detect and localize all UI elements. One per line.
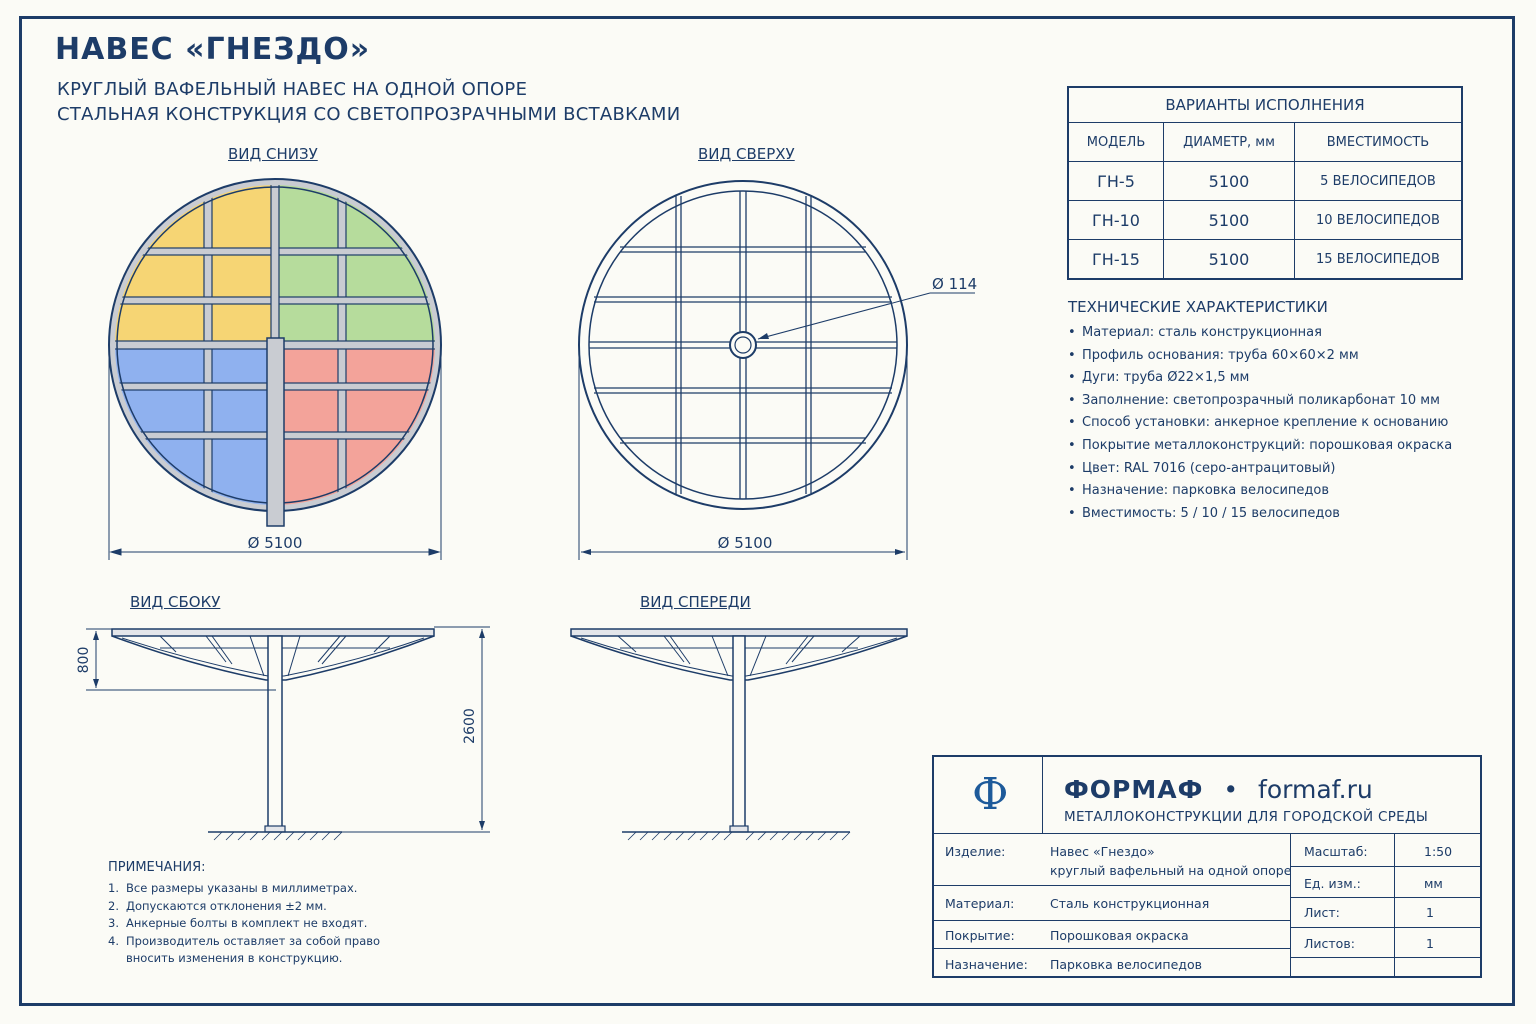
list-item: Назначение: парковка велосипедов (1068, 480, 1452, 503)
note-text: Производитель оставляет за собой право (126, 933, 381, 948)
label-sheet: Лист: (1304, 905, 1340, 920)
cell-diameter: 5100 (1163, 200, 1295, 240)
cell-capacity: 5 ВЕЛОСИПЕДОВ (1294, 161, 1463, 201)
list-item: Способ установки: анкерное крепление к о… (1068, 412, 1452, 435)
drawing-frame (19, 16, 1515, 1006)
page-title: НАВЕС «ГНЕЗДО» (55, 32, 371, 67)
table-row: ГН-15 5100 15 ВЕЛОСИПЕДОВ (1067, 239, 1463, 280)
value-scale: 1:50 (1424, 844, 1453, 859)
label-purpose: Назначение: (945, 957, 1028, 972)
brand-site: formaf.ru (1258, 775, 1373, 804)
label-scale: Масштаб: (1304, 844, 1368, 859)
cell-capacity: 10 ВЕЛОСИПЕДОВ (1294, 200, 1463, 240)
side-view-drawing (86, 626, 490, 841)
top-view-drawing (578, 180, 975, 560)
label-sheets: Листов: (1304, 936, 1355, 951)
pole-section (729, 331, 757, 359)
notes-list: 1. Все размеры указаны в миллиметрах. 2. Д… (108, 880, 380, 968)
list-item: Дуги: труба Ø22×1,5 мм (1068, 367, 1452, 390)
list-item: Заполнение: светопрозрачный поликарбонат… (1068, 390, 1452, 413)
value-purpose: Парковка велосипедов (1050, 957, 1202, 972)
subtitle-1: КРУГЛЫЙ ВАФЕЛЬНЫЙ НАВЕС НА ОДНОЙ ОПОРЕ (57, 79, 528, 100)
label-view-side: ВИД СБОКУ (130, 593, 221, 611)
list-item: Покрытие металлоконструкций: порошковая … (1068, 435, 1452, 458)
brand-tagline: МЕТАЛЛОКОНСТРУКЦИИ ДЛЯ ГОРОДСКОЙ СРЕДЫ (1064, 809, 1429, 825)
cell-model: ГН-15 (1067, 239, 1164, 280)
col-capacity: ВМЕСТИМОСТЬ (1294, 122, 1463, 162)
list-item: 2. Допускаются отклонения ±2 мм. (108, 898, 380, 916)
formaf-logo-icon: Ф (972, 769, 1009, 820)
tech-list: Материал: сталь конструкционная Профиль … (1068, 322, 1452, 525)
label-view-bottom: ВИД СНИЗУ (228, 145, 318, 163)
note-number: 2. (108, 898, 119, 913)
variants-caption: ВАРИАНТЫ ИСПОЛНЕНИЯ (1067, 86, 1463, 123)
list-item: 1. Все размеры указаны в миллиметрах. (108, 880, 380, 898)
bottom-view-drawing (108, 178, 442, 560)
list-item: Вместимость: 5 / 10 / 15 велосипедов (1068, 503, 1452, 526)
value-coating: Порошковая окраска (1050, 928, 1189, 943)
list-item: 3. Анкерные болты в комплект не входят. (108, 915, 380, 933)
value-sheets: 1 (1426, 936, 1434, 951)
table-row: ГН-10 5100 10 ВЕЛОСИПЕДОВ (1067, 200, 1463, 240)
col-diameter: ДИАМЕТР, мм (1163, 122, 1295, 162)
cell-model: ГН-10 (1067, 200, 1164, 240)
label-units: Ед. изм.: (1304, 876, 1361, 891)
list-item: Цвет: RAL 7016 (серо-антрацитовый) (1068, 458, 1452, 481)
label-material: Материал: (945, 896, 1015, 911)
note-number: 4. (108, 933, 119, 948)
label-view-top: ВИД СВЕРХУ (698, 145, 795, 163)
list-item: 4. Производитель оставляет за собой право… (108, 933, 380, 968)
note-text: Все размеры указаны в миллиметрах. (126, 881, 358, 895)
value-product: Навес «Гнездо» (1050, 844, 1155, 859)
notes-title: ПРИМЕЧАНИЯ: (108, 860, 206, 875)
variants-table: ВАРИАНТЫ ИСПОЛНЕНИЯ МОДЕЛЬ ДИАМЕТР, мм В… (1067, 86, 1463, 280)
dim-diameter-bottom: Ø 5100 (248, 534, 303, 552)
label-view-front: ВИД СПЕРЕДИ (640, 593, 751, 611)
note-number: 1. (108, 881, 119, 895)
cell-model: ГН-5 (1067, 161, 1164, 201)
logo-cell: Ф (934, 757, 1043, 833)
note-text: Анкерные болты в комплект не входят. (126, 916, 368, 930)
brand-separator: • (1223, 775, 1239, 804)
list-item: Профиль основания: труба 60×60×2 мм (1068, 345, 1452, 368)
subtitle-2: СТАЛЬНАЯ КОНСТРУКЦИЯ СО СВЕТОПРОЗРАЧНЫМИ… (57, 104, 681, 125)
value-units: мм (1424, 876, 1443, 891)
value-product-desc: круглый вафельный на одной опоре (1050, 863, 1292, 878)
note-text: Допускаются отклонения ±2 мм. (126, 898, 327, 913)
tech-title: ТЕХНИЧЕСКИЕ ХАРАКТЕРИСТИКИ (1068, 298, 1328, 316)
note-text-cont: вносить изменения в конструкцию. (126, 951, 343, 965)
dim-pole-diameter: Ø 114 (932, 275, 977, 293)
cell-diameter: 5100 (1163, 239, 1295, 280)
bottom-pole (266, 337, 285, 527)
cell-diameter: 5100 (1163, 161, 1295, 201)
dim-canopy-depth: 800 (76, 647, 92, 674)
value-sheet: 1 (1426, 905, 1434, 920)
value-material: Сталь конструкционная (1050, 896, 1210, 911)
front-view-drawing (570, 628, 908, 841)
label-coating: Покрытие: (945, 928, 1015, 943)
title-block: Ф ФОРМАФ • formaf.ru МЕТАЛЛОКОНСТРУКЦИИ … (932, 755, 1482, 978)
note-number: 3. (108, 916, 119, 930)
brand-line: ФОРМАФ • formaf.ru (1064, 775, 1373, 804)
col-model: МОДЕЛЬ (1067, 122, 1164, 162)
list-item: Материал: сталь конструкционная (1068, 322, 1452, 345)
label-product: Изделие: (945, 844, 1006, 859)
cell-capacity: 15 ВЕЛОСИПЕДОВ (1294, 239, 1463, 280)
brand-name: ФОРМАФ (1064, 775, 1204, 804)
dim-diameter-top: Ø 5100 (718, 534, 773, 552)
dim-height: 2600 (462, 708, 478, 744)
table-row: ГН-5 5100 5 ВЕЛОСИПЕДОВ (1067, 161, 1463, 201)
